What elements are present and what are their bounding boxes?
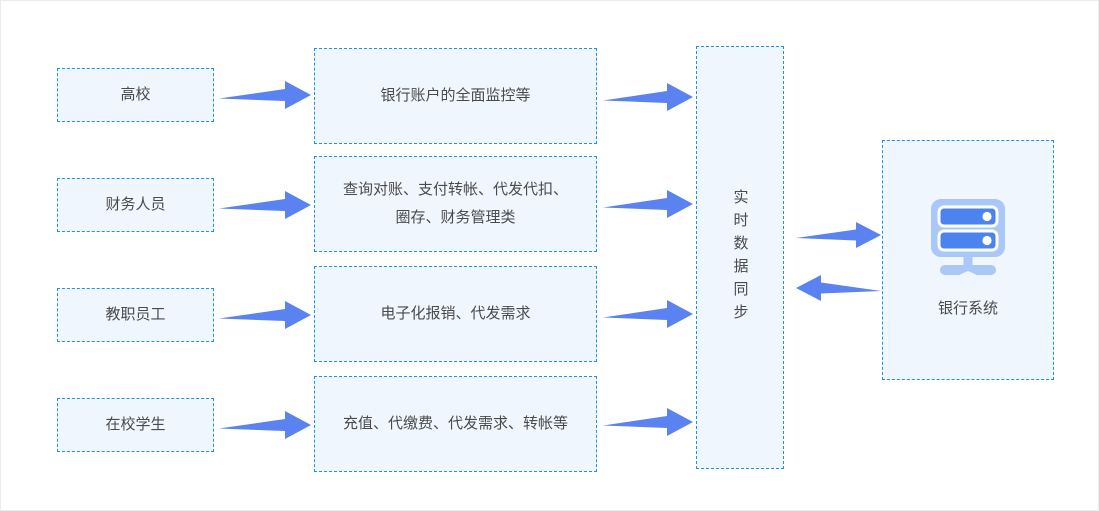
service-node-reimbursement[interactable]: 电子化报销、代发需求 <box>314 266 597 362</box>
arrow-bank-system-to-sync <box>796 273 881 303</box>
service-label: 电子化报销、代发需求 <box>380 304 531 322</box>
actor-label: 在校学生 <box>105 415 166 433</box>
service-node-account-monitoring[interactable]: 银行账户的全面监控等 <box>314 48 597 144</box>
arrow-sync-to-bank-system <box>796 220 881 250</box>
service-node-student-payments[interactable]: 充值、代缴费、代发需求、转帐等 <box>314 376 597 472</box>
realtime-data-sync-node[interactable]: 实时数据同步 <box>696 46 784 469</box>
arrow-actor-faculty-to-service <box>219 299 311 331</box>
actor-label: 教职员工 <box>105 305 166 323</box>
arrow-service-finance-to-sync <box>603 188 693 220</box>
actor-label: 高校 <box>120 85 151 103</box>
server-icon <box>925 197 1011 277</box>
service-label: 查询对账、支付转帐、代发代扣、 圈存、财务管理类 <box>342 180 568 227</box>
actor-label: 财务人员 <box>105 195 166 213</box>
arrow-service-student-payments-to-sync <box>603 406 693 438</box>
arrow-actor-finance-staff-to-service <box>219 189 311 221</box>
arrow-actor-students-to-service <box>219 409 311 441</box>
arrow-service-reimbursement-to-sync <box>603 298 693 330</box>
actor-node-students[interactable]: 在校学生 <box>57 398 214 452</box>
arrow-actor-university-to-service <box>219 79 311 111</box>
arrow-service-monitoring-to-sync <box>603 81 693 113</box>
actor-node-finance-staff[interactable]: 财务人员 <box>57 178 214 232</box>
actor-node-university[interactable]: 高校 <box>57 68 214 122</box>
actor-node-faculty[interactable]: 教职员工 <box>57 288 214 342</box>
realtime-data-sync-label: 实时数据同步 <box>731 188 749 327</box>
service-label: 银行账户的全面监控等 <box>380 86 531 104</box>
bank-system-node[interactable]: 银行系统 <box>882 140 1054 380</box>
service-node-finance-management[interactable]: 查询对账、支付转帐、代发代扣、 圈存、财务管理类 <box>314 156 597 252</box>
bank-system-label: 银行系统 <box>937 299 998 317</box>
service-label: 充值、代缴费、代发需求、转帐等 <box>342 414 568 432</box>
